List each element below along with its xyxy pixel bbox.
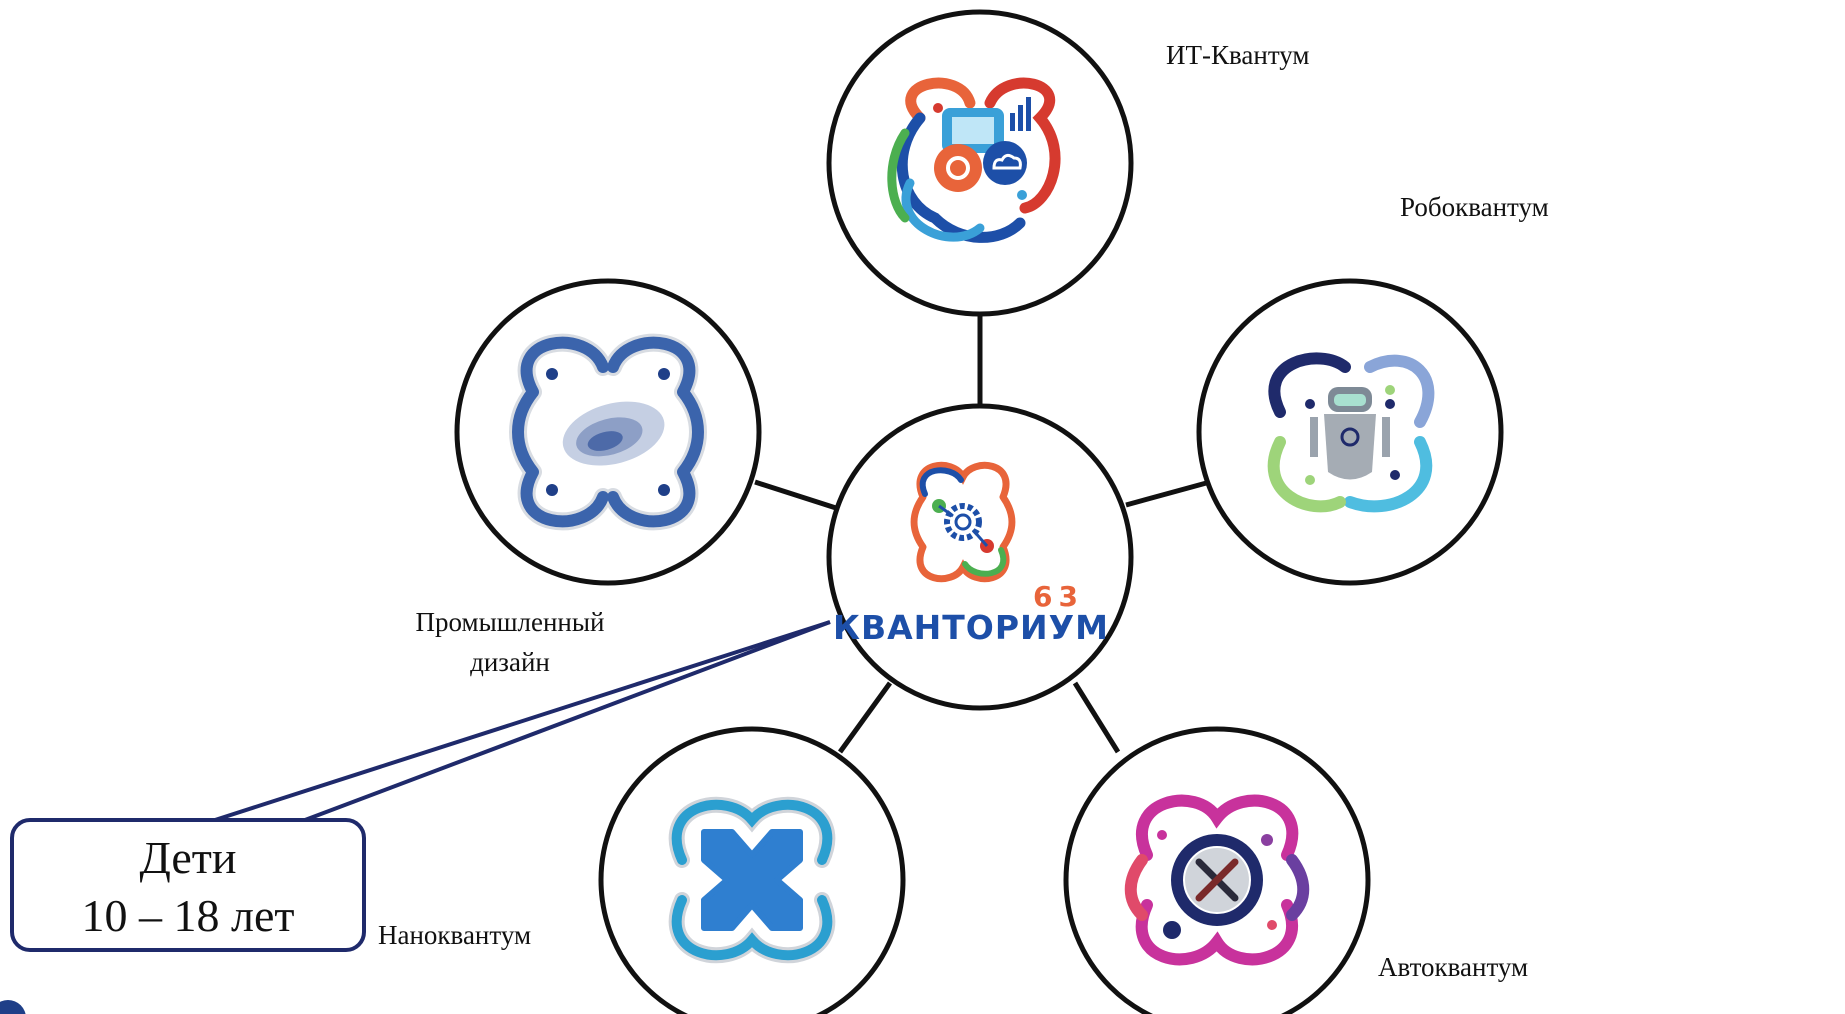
label-industrial-design-line2: дизайн: [470, 647, 550, 677]
brand-number: 63: [1033, 580, 1084, 613]
callout-pointer: [214, 620, 831, 822]
node-industrial-design: [454, 278, 762, 586]
connector-design: [754, 479, 837, 511]
label-it-kvantum: ИТ-Квантум: [1166, 40, 1310, 70]
node-it-kvantum: [826, 9, 1134, 317]
robo-kvantum-logo: [1267, 352, 1435, 513]
node-nanokvantum: [598, 726, 906, 1014]
it-kvantum-logo: [887, 77, 1061, 243]
nano-kvantum-logo: [668, 796, 836, 964]
connector-auto: [1072, 681, 1121, 754]
label-avtokvantum: Автоквантум: [1378, 952, 1529, 982]
connector-robo: [1125, 479, 1211, 508]
connectors: [754, 315, 1211, 754]
age-callout: Дети 10 – 18 лет: [10, 818, 366, 952]
industrial-design-logo: [509, 333, 707, 531]
brand-name: КВАНТОРИУМ: [833, 608, 1109, 647]
label-industrial-design-line1: Промышленный: [415, 607, 605, 637]
connector-nano: [837, 681, 893, 754]
node-kvantorium-center: 63 КВАНТОРИУМ: [826, 403, 1134, 711]
callout-line1: Дети: [139, 832, 236, 883]
auto-kvantum-logo: [1124, 794, 1310, 966]
corner-decoration: [0, 1000, 26, 1014]
label-nanokvantum: Наноквантум: [378, 920, 532, 950]
node-avtokvantum: [1063, 726, 1371, 1014]
label-robokvantum: Робоквантум: [1400, 192, 1549, 222]
kvantorium-logo: [910, 461, 1016, 583]
node-robokvantum: [1196, 278, 1504, 586]
label-industrial-design: Промышленный дизайн: [390, 602, 630, 682]
callout-line2: 10 – 18 лет: [82, 890, 295, 941]
